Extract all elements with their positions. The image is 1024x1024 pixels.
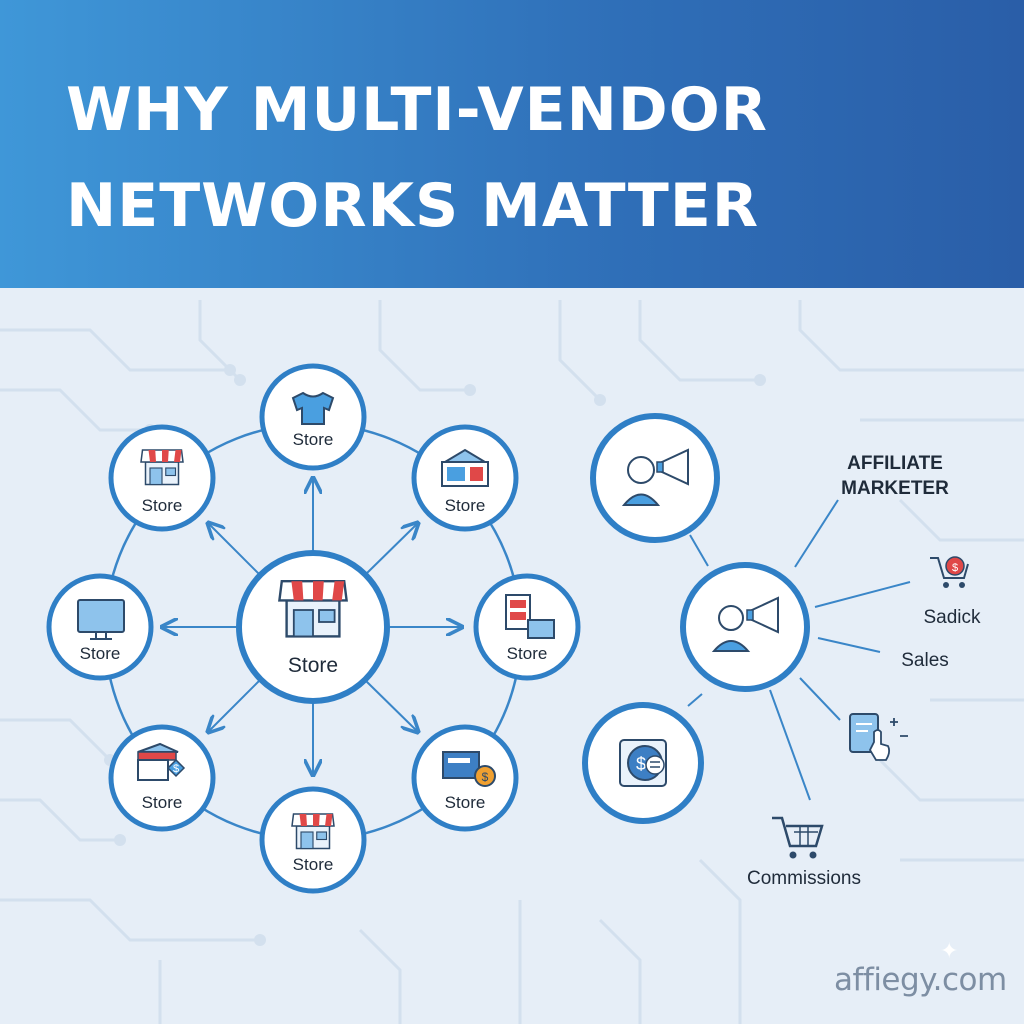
- center-store-label: Store: [288, 654, 338, 677]
- store-boxes-icon: [505, 594, 555, 639]
- store-label: Store: [293, 430, 334, 449]
- center-store-node[interactable]: Store: [236, 550, 390, 704]
- market-stall-icon: [441, 448, 489, 487]
- box-moneybag-icon: $: [442, 751, 496, 787]
- page-title: WHY MULTI-VENDOR NETWORKS MATTER: [66, 62, 768, 254]
- store-node-top-right[interactable]: Store: [411, 424, 519, 532]
- title-line-1: WHY MULTI-VENDOR: [66, 75, 768, 145]
- store-node-bottom[interactable]: Store: [259, 786, 367, 894]
- marketer-megaphone-icon: [711, 596, 779, 652]
- store-node-right[interactable]: Store: [473, 573, 581, 681]
- svg-text:$: $: [952, 562, 958, 574]
- affiliate-connections: [687, 499, 911, 801]
- svg-text:$: $: [173, 763, 179, 775]
- affiliate-title-line-1: AFFILIATE: [847, 453, 943, 474]
- storefront-icon: [291, 813, 335, 850]
- cart-dollar-icon: $: [930, 556, 969, 588]
- store-label: Store: [142, 793, 183, 812]
- store-label: Store: [142, 496, 183, 515]
- storefront-icon: [278, 580, 348, 638]
- store-node-bottom-left[interactable]: $ Store: [108, 724, 216, 832]
- svg-text:$: $: [636, 754, 646, 774]
- store-label: Store: [293, 855, 334, 874]
- storefront-icon: [140, 449, 184, 486]
- affiliate-title-line-2: MARKETER: [841, 478, 949, 499]
- sales-label: Sales: [901, 650, 949, 671]
- store-node-top[interactable]: Store: [259, 363, 367, 471]
- tshirt-icon: [291, 391, 335, 425]
- svg-text:$: $: [482, 770, 489, 784]
- store-label: Store: [445, 496, 486, 515]
- commissions-label: Commissions: [747, 868, 861, 889]
- store-label: Store: [507, 644, 548, 663]
- network-arrows: [162, 478, 462, 775]
- store-node-left[interactable]: Store: [46, 573, 154, 681]
- monitor-icon: [77, 599, 125, 640]
- title-banner: WHY MULTI-VENDOR NETWORKS MATTER: [0, 0, 1024, 288]
- sadick-label: Sadick: [923, 607, 981, 628]
- title-line-2: NETWORKS MATTER: [66, 171, 760, 241]
- watermark: affiegy.com: [834, 962, 1007, 998]
- promoter-node[interactable]: [590, 413, 720, 543]
- marketer-megaphone-icon: [621, 448, 689, 506]
- affiliate-hub-node[interactable]: [680, 562, 810, 692]
- store-node-top-left[interactable]: Store: [108, 424, 216, 532]
- store-label: Store: [80, 644, 121, 663]
- money-node[interactable]: $: [582, 702, 704, 824]
- cart-icon: [772, 816, 824, 859]
- tablet-tap-icon: [849, 713, 908, 761]
- store-node-bottom-right[interactable]: $ Store: [411, 724, 519, 832]
- stall-dollar-icon: $: [137, 742, 186, 781]
- store-label: Store: [445, 793, 486, 812]
- dollar-chat-icon: $: [619, 739, 667, 787]
- sparkle-icon: ✦: [940, 938, 959, 963]
